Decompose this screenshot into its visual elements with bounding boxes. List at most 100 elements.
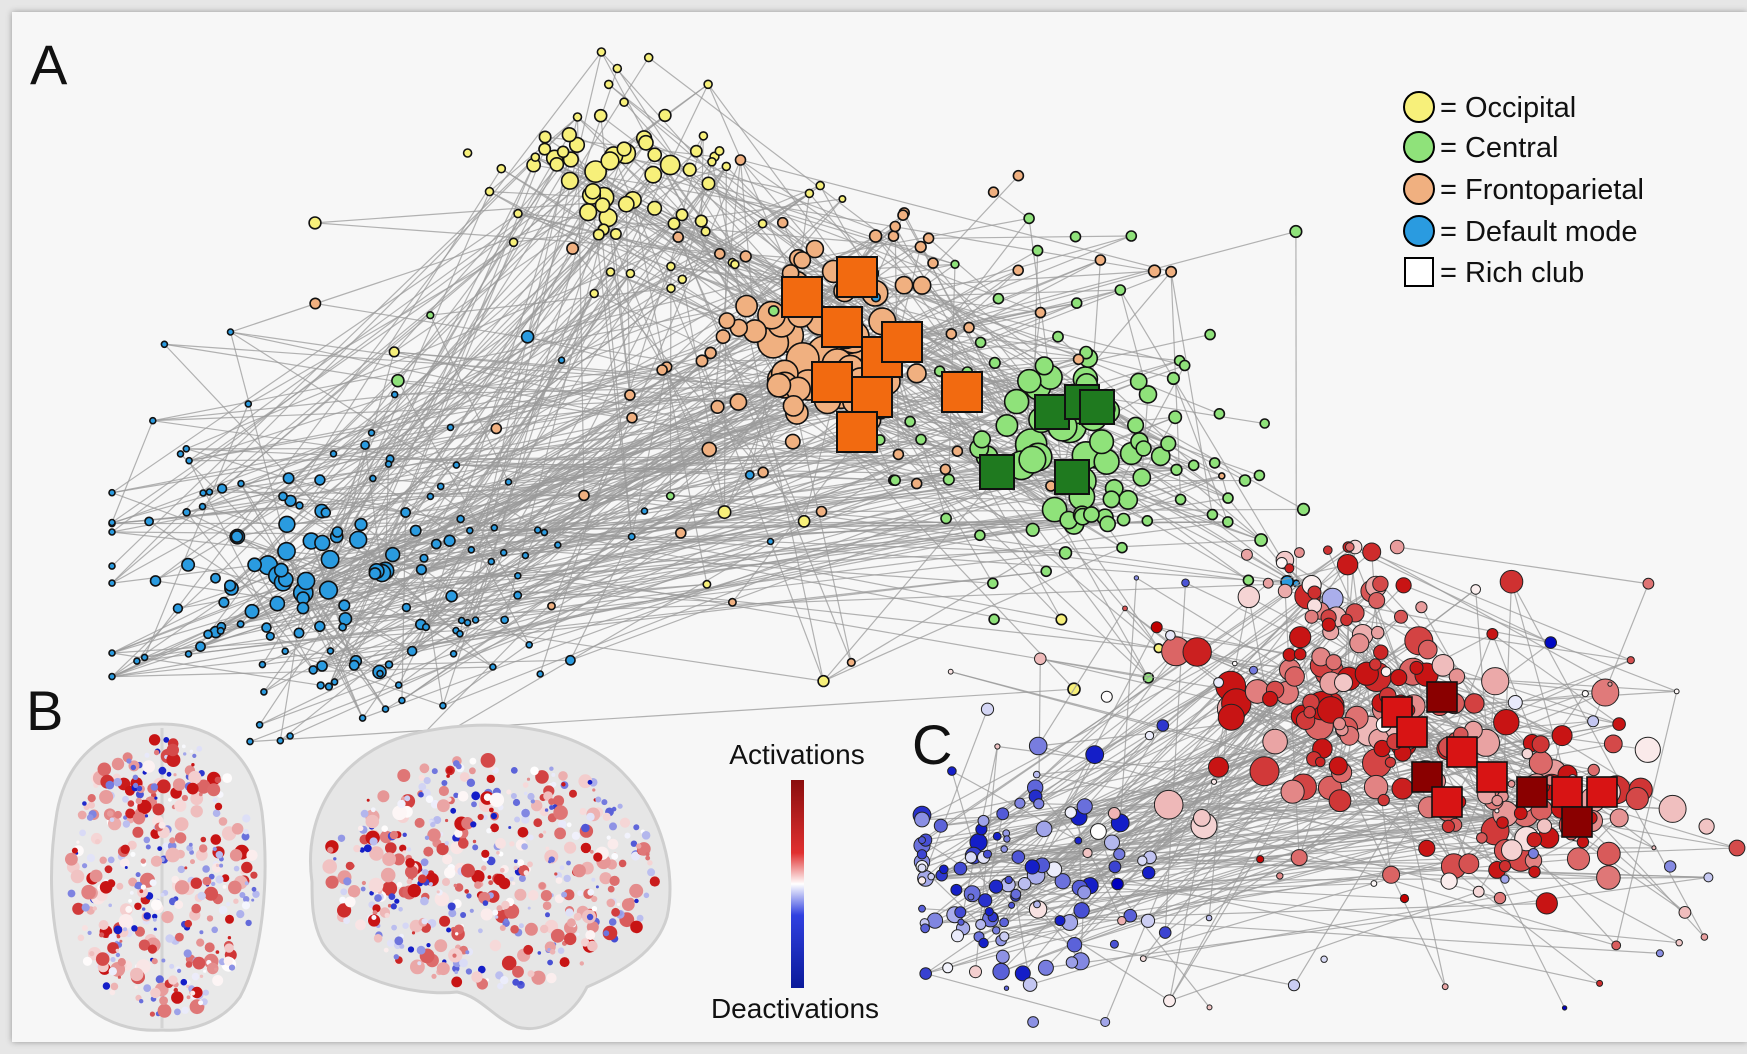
brain-node (470, 821, 477, 828)
edge (707, 84, 792, 274)
brain-node (81, 884, 96, 900)
rich-club-node (1476, 761, 1508, 793)
brain-node (508, 826, 512, 829)
brain-node (601, 799, 608, 806)
brain-node (423, 846, 434, 857)
node-frontoparietal (927, 257, 939, 269)
edge (1037, 608, 1126, 747)
brain-node (513, 859, 518, 864)
brain-node (215, 875, 224, 884)
node-default_mode (467, 545, 476, 554)
node-default_mode (489, 663, 497, 671)
brain-node (186, 782, 199, 795)
node-occipital (707, 157, 717, 167)
node-frontoparietal (897, 209, 909, 221)
node (1284, 563, 1295, 574)
brain-node (207, 783, 221, 797)
brain-node (222, 885, 227, 889)
brain-node (564, 932, 577, 946)
brain-node (480, 753, 496, 768)
edge (593, 223, 675, 294)
node-occipital (815, 180, 826, 191)
brain-node (548, 798, 555, 805)
brain-node (437, 799, 450, 813)
edge (202, 384, 809, 508)
brain-node (478, 891, 491, 904)
edge (342, 455, 1161, 628)
node (1521, 748, 1534, 760)
edge (992, 847, 1427, 918)
node (1673, 688, 1680, 695)
brain-node (411, 931, 416, 935)
brain-node (499, 867, 505, 873)
edge (740, 159, 1172, 273)
edge (1416, 667, 1563, 737)
node (1303, 705, 1316, 719)
brain-node (396, 881, 403, 888)
edge (321, 164, 558, 544)
node-occipital (689, 144, 703, 158)
edge (333, 214, 683, 455)
node-central (986, 577, 999, 590)
brain-node (402, 850, 407, 854)
brain-node (589, 849, 594, 854)
node-default_mode (640, 507, 649, 515)
edge (1248, 596, 1376, 665)
brain-node (576, 932, 580, 936)
node-central (1023, 212, 1035, 225)
legend-swatch-default-mode (1403, 215, 1435, 247)
brain-node (212, 809, 221, 817)
node-default_mode (557, 356, 566, 365)
brain-node (466, 893, 472, 899)
edge (1170, 271, 1213, 515)
node-default_mode (160, 340, 169, 349)
brain-node (192, 956, 206, 970)
brain-node (366, 798, 370, 802)
brain-node (184, 919, 193, 928)
brain-node (355, 919, 366, 931)
brain-node (607, 885, 615, 893)
brain-node (611, 907, 620, 917)
node-frontoparietal (910, 477, 923, 490)
brain-node (134, 902, 142, 910)
edge (371, 192, 810, 434)
brain-node (603, 930, 610, 937)
edge (941, 592, 1315, 876)
node (1336, 554, 1359, 576)
edge (1090, 885, 1680, 944)
brain-node (110, 956, 116, 963)
node-occipital (584, 160, 608, 184)
edge (708, 182, 956, 265)
brain-node (130, 764, 136, 771)
edge (930, 876, 982, 925)
node (1208, 756, 1229, 778)
brain-node (451, 976, 463, 988)
node-default_mode (421, 622, 431, 632)
node (1389, 539, 1405, 555)
brain-node (385, 842, 397, 854)
brain-node (547, 948, 551, 952)
node-central (940, 512, 952, 525)
edge (956, 605, 1315, 891)
brain-node (405, 865, 418, 879)
brain-node (169, 963, 175, 969)
node-occipital (703, 79, 713, 90)
brain-node (446, 774, 450, 778)
node-frontoparietal (739, 250, 752, 263)
brain-node (118, 914, 134, 929)
brain-node (518, 875, 526, 882)
brain-node (116, 934, 121, 939)
brain-node (602, 925, 618, 941)
node-central (1018, 445, 1047, 474)
brain-node (546, 972, 557, 984)
node (1032, 770, 1041, 779)
brain-node (175, 932, 184, 942)
brain-node (442, 878, 450, 886)
brain-node (564, 841, 577, 854)
node-frontoparietal (914, 240, 927, 254)
node-default_mode (182, 444, 191, 453)
node-default_mode (282, 472, 295, 485)
node-central (972, 430, 992, 449)
node-x (1289, 224, 1303, 239)
edge (925, 936, 980, 975)
